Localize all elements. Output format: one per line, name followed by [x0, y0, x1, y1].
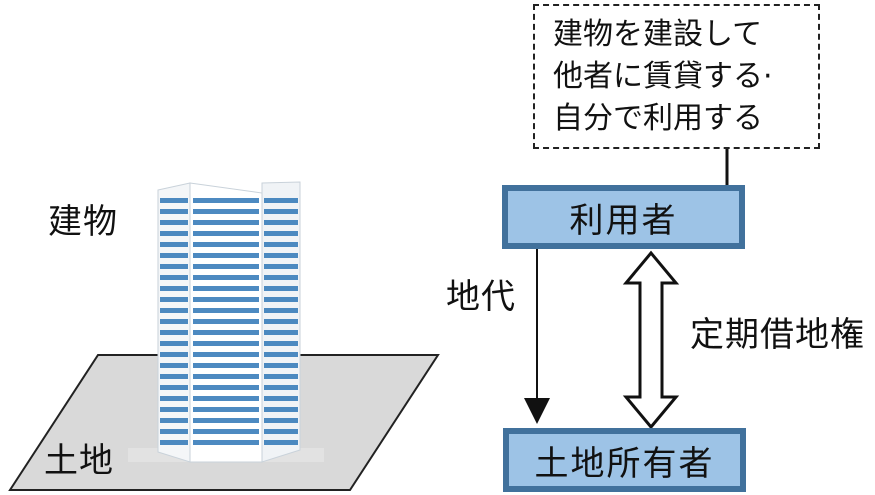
window-band [160, 286, 188, 291]
window-band [193, 429, 259, 434]
window-band [264, 341, 298, 346]
window-band [160, 264, 188, 269]
window-band [160, 407, 188, 412]
callout-line: 他者に賃貸する· [553, 59, 773, 94]
window-band [264, 385, 298, 390]
window-band [264, 297, 298, 302]
window-band [264, 220, 298, 225]
window-band [264, 374, 298, 379]
callout-line: 自分で利用する [553, 101, 763, 136]
window-band [193, 440, 259, 445]
window-band [264, 396, 298, 401]
window-band [160, 396, 188, 401]
window-band [264, 407, 298, 412]
window-band [264, 352, 298, 357]
window-band [193, 253, 259, 258]
usage-callout: 建物を建設して 他者に賃貸する· 自分で利用する [533, 4, 820, 149]
window-band [264, 198, 298, 203]
window-band [193, 407, 259, 412]
window-band [160, 275, 188, 280]
fixed-term-leasehold-label: 定期借地権 [690, 315, 865, 355]
window-band [160, 374, 188, 379]
window-band [193, 374, 259, 379]
rent-arrow-head [524, 398, 550, 424]
window-band [160, 308, 188, 313]
window-band [193, 286, 259, 291]
window-band [264, 330, 298, 335]
window-band [193, 264, 259, 269]
window-band [160, 352, 188, 357]
window-band [193, 319, 259, 324]
rent-label: 地代 [446, 277, 516, 317]
window-band [264, 264, 298, 269]
window-band [160, 385, 188, 390]
window-band [160, 440, 188, 445]
window-band [193, 242, 259, 247]
window-band [160, 330, 188, 335]
window-band [160, 198, 188, 203]
window-band [160, 319, 188, 324]
window-band [160, 363, 188, 368]
window-band [160, 297, 188, 302]
window-band [160, 231, 188, 236]
window-band [193, 198, 259, 203]
window-band [160, 418, 188, 423]
window-band [264, 242, 298, 247]
building-illustration [128, 181, 324, 463]
window-band [160, 253, 188, 258]
window-band [193, 275, 259, 280]
window-band [264, 429, 298, 434]
building-label: 建物 [48, 202, 118, 242]
landowner-box: 土地所有者 [503, 428, 746, 492]
window-band [193, 418, 259, 423]
window-band [193, 297, 259, 302]
window-band [193, 341, 259, 346]
window-band [264, 363, 298, 368]
lease-double-arrow [622, 250, 680, 430]
window-band [193, 220, 259, 225]
window-band [264, 440, 298, 445]
window-band [193, 396, 259, 401]
window-band [264, 286, 298, 291]
land-label: 土地 [44, 441, 114, 481]
window-band [264, 275, 298, 280]
window-band [193, 363, 259, 368]
window-band [193, 352, 259, 357]
callout-line: 建物を建設して [553, 17, 763, 52]
window-band [193, 308, 259, 313]
window-band [264, 418, 298, 423]
user-box: 利用者 [502, 185, 745, 249]
window-band [160, 209, 188, 214]
window-band [160, 220, 188, 225]
window-band [264, 209, 298, 214]
window-band [264, 319, 298, 324]
window-band [160, 341, 188, 346]
window-band [264, 231, 298, 236]
window-band [160, 242, 188, 247]
window-band [193, 231, 259, 236]
window-band [264, 308, 298, 313]
window-band [264, 253, 298, 258]
window-band [160, 429, 188, 434]
window-band [193, 330, 259, 335]
window-band [193, 385, 259, 390]
window-band [193, 209, 259, 214]
